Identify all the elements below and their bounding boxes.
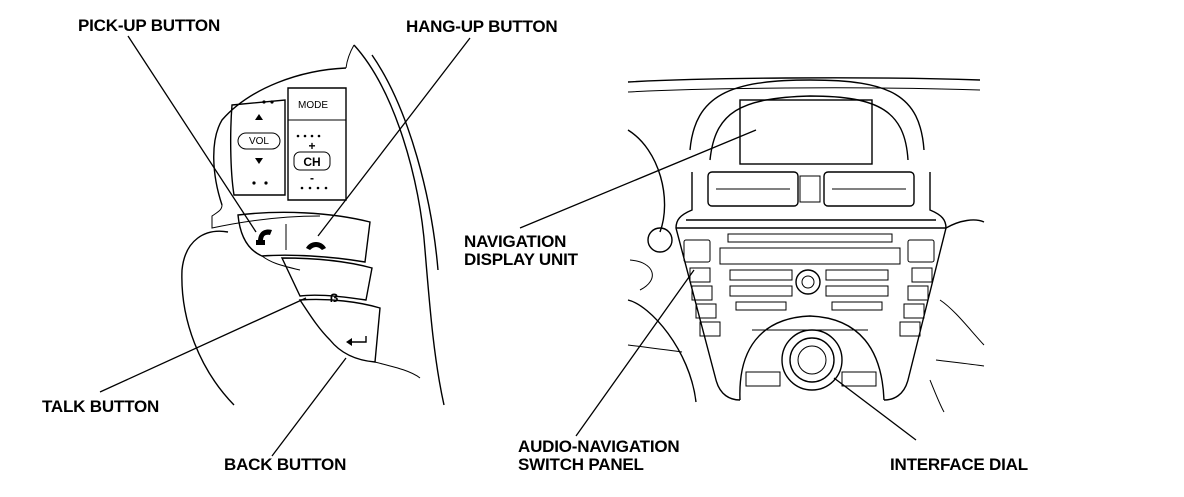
audio-navigation-switch-panel-label: AUDIO-NAVIGATION SWITCH PANEL <box>518 437 680 474</box>
ch-plus-label: + <box>308 139 315 153</box>
back-icon <box>346 336 367 346</box>
back-button-label: BACK BUTTON <box>224 456 346 474</box>
svg-text:ẞ: ẞ <box>330 291 339 305</box>
audio-nav-leader-line <box>575 269 695 437</box>
vol-label: VOL <box>249 136 269 147</box>
pickup-leader-line <box>127 35 257 233</box>
ch-label: CH <box>303 155 320 169</box>
talk-leader-line <box>99 297 307 393</box>
mode-label: MODE <box>298 100 328 111</box>
interface-dial-text: INTERFACE DIAL <box>890 455 1028 474</box>
interface-dial-leader-line <box>833 377 917 441</box>
steering-wheel-illustration: VOL MODE CH + - ẞ <box>181 44 445 406</box>
navigation-display-text-line2: DISPLAY UNIT <box>464 250 578 269</box>
navigation-display-text-line1: NAVIGATION <box>464 232 567 251</box>
navigation-display-unit-label: NAVIGATION DISPLAY UNIT <box>464 233 578 269</box>
talk-icon: ẞ <box>330 291 339 305</box>
hangup-button-label: HANG-UP BUTTON <box>406 17 558 36</box>
hangup-button-text: HANG-UP BUTTON <box>406 17 558 36</box>
hangup-leader-line <box>317 37 471 237</box>
hangup-phone-icon <box>306 242 326 250</box>
back-button-text: BACK BUTTON <box>224 455 347 474</box>
talk-button-text: TALK BUTTON <box>42 397 160 416</box>
talk-button-label: TALK BUTTON <box>42 398 159 416</box>
audio-navigation-text-line1: AUDIO-NAVIGATION <box>518 437 680 456</box>
dashboard-illustration <box>627 77 985 413</box>
leader-lines <box>99 35 917 457</box>
audio-navigation-text-line2: SWITCH PANEL <box>518 455 644 474</box>
pickup-button-text: PICK-UP BUTTON <box>78 16 221 35</box>
ch-minus-label: - <box>310 171 314 185</box>
interface-dial-label: INTERFACE DIAL <box>890 456 1028 474</box>
pickup-button-label: PICK-UP BUTTON <box>78 17 220 35</box>
pickup-phone-icon <box>256 229 272 245</box>
back-leader-line <box>271 357 347 457</box>
nav-display-leader-line <box>519 129 757 229</box>
